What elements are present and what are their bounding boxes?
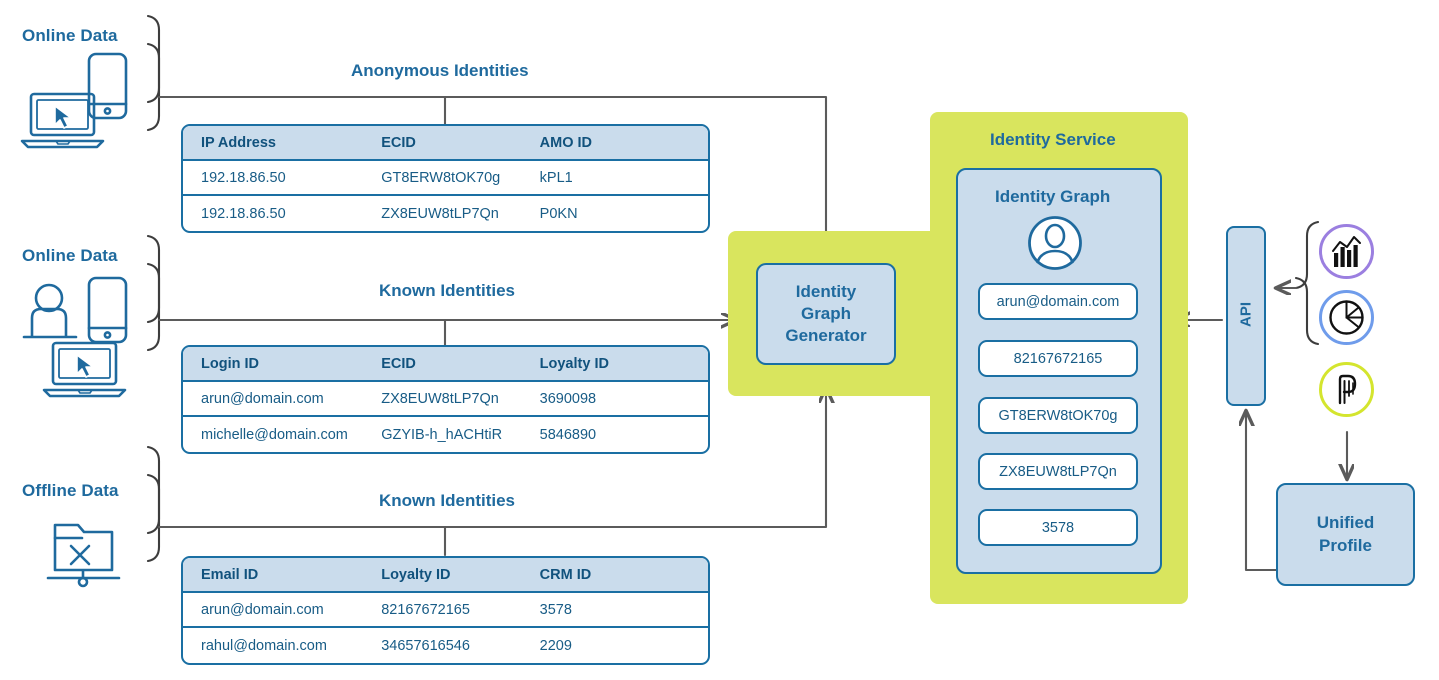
column-header: ECID <box>381 134 416 151</box>
table-cell: rahul@domain.com <box>201 637 327 654</box>
table-row: arun@domain.com ZX8EUW8tLP7Qn 3690098 <box>183 382 708 417</box>
section-title-known-online: Known Identities <box>379 281 515 300</box>
table-cell: P0KN <box>539 205 578 222</box>
table-row: 192.18.86.50 GT8ERW8tOK70g kPL1 <box>183 161 708 196</box>
generator-line-1: Identity <box>795 282 857 302</box>
identity-service-title: Identity Service <box>990 130 1116 149</box>
source-label-2: Online Data <box>22 246 118 265</box>
table-header-row: Login ID ECID Loyalty ID <box>183 347 708 382</box>
table-cell: 3578 <box>539 601 572 618</box>
column-header: AMO ID <box>539 134 593 151</box>
column-header: Login ID <box>201 355 259 372</box>
table-cell: ZX8EUW8tLP7Qn <box>381 390 499 407</box>
table-cell: GT8ERW8tOK70g <box>381 169 501 186</box>
table-cell: arun@domain.com <box>201 390 324 407</box>
table-header-row: Email ID Loyalty ID CRM ID <box>183 558 708 593</box>
source-label-3: Offline Data <box>22 481 119 500</box>
column-header: ECID <box>381 355 416 372</box>
table-cell: 2209 <box>539 637 572 654</box>
table-cell: 3690098 <box>539 390 597 407</box>
section-title-known-offline: Known Identities <box>379 491 515 510</box>
table-cell: 34657616546 <box>381 637 470 654</box>
api-label: API <box>1237 302 1255 328</box>
platform-p-logo-icon[interactable] <box>1319 362 1374 417</box>
generator-line-3: Generator <box>785 325 867 345</box>
column-header: Loyalty ID <box>381 566 451 583</box>
generator-line-2: Graph <box>800 304 852 324</box>
api-box[interactable] <box>1226 226 1266 406</box>
section-title-anonymous: Anonymous Identities <box>351 61 529 80</box>
column-header: IP Address <box>201 134 276 151</box>
unified-profile-box[interactable]: Unified Profile <box>1276 483 1415 586</box>
table-cell: 5846890 <box>539 426 597 443</box>
table-cell: arun@domain.com <box>201 601 324 618</box>
table-row: rahul@domain.com 34657616546 2209 <box>183 628 708 663</box>
anonymous-identities-table: IP Address ECID AMO ID 192.18.86.50 GT8E… <box>181 124 710 233</box>
table-cell: 82167672165 <box>381 601 470 618</box>
source-label-1: Online Data <box>22 26 118 45</box>
table-header-row: IP Address ECID AMO ID <box>183 126 708 161</box>
known-identities-online-table: Login ID ECID Loyalty ID arun@domain.com… <box>181 345 710 454</box>
analytics-bar-chart-icon[interactable] <box>1319 224 1374 279</box>
table-cell: kPL1 <box>539 169 573 186</box>
identity-chip[interactable]: arun@domain.com <box>978 283 1138 320</box>
table-row: arun@domain.com 82167672165 3578 <box>183 593 708 628</box>
column-header: Email ID <box>201 566 259 583</box>
identity-chip[interactable]: 82167672165 <box>978 340 1138 377</box>
table-row: michelle@domain.com GZYIB-h_hACHtiR 5846… <box>183 417 708 452</box>
table-cell: GZYIB-h_hACHtiR <box>381 426 503 443</box>
unified-profile-line-1: Unified <box>1316 513 1375 533</box>
identity-graph-generator-box[interactable]: Identity Graph Generator <box>756 263 896 365</box>
column-header: Loyalty ID <box>539 355 609 372</box>
pie-chart-icon[interactable] <box>1319 290 1374 345</box>
table-cell: 192.18.86.50 <box>201 205 286 222</box>
identity-chip[interactable]: 3578 <box>978 509 1138 546</box>
column-header: CRM ID <box>539 566 592 583</box>
table-cell: michelle@domain.com <box>201 426 348 443</box>
identity-chip[interactable]: ZX8EUW8tLP7Qn <box>978 453 1138 490</box>
table-cell: ZX8EUW8tLP7Qn <box>381 205 499 222</box>
known-identities-offline-table: Email ID Loyalty ID CRM ID arun@domain.c… <box>181 556 710 665</box>
table-row: 192.18.86.50 ZX8EUW8tLP7Qn P0KN <box>183 196 708 231</box>
table-cell: 192.18.86.50 <box>201 169 286 186</box>
unified-profile-line-2: Profile <box>1319 535 1372 555</box>
identity-graph-title: Identity Graph <box>995 187 1111 206</box>
identity-chip[interactable]: GT8ERW8tOK70g <box>978 397 1138 434</box>
